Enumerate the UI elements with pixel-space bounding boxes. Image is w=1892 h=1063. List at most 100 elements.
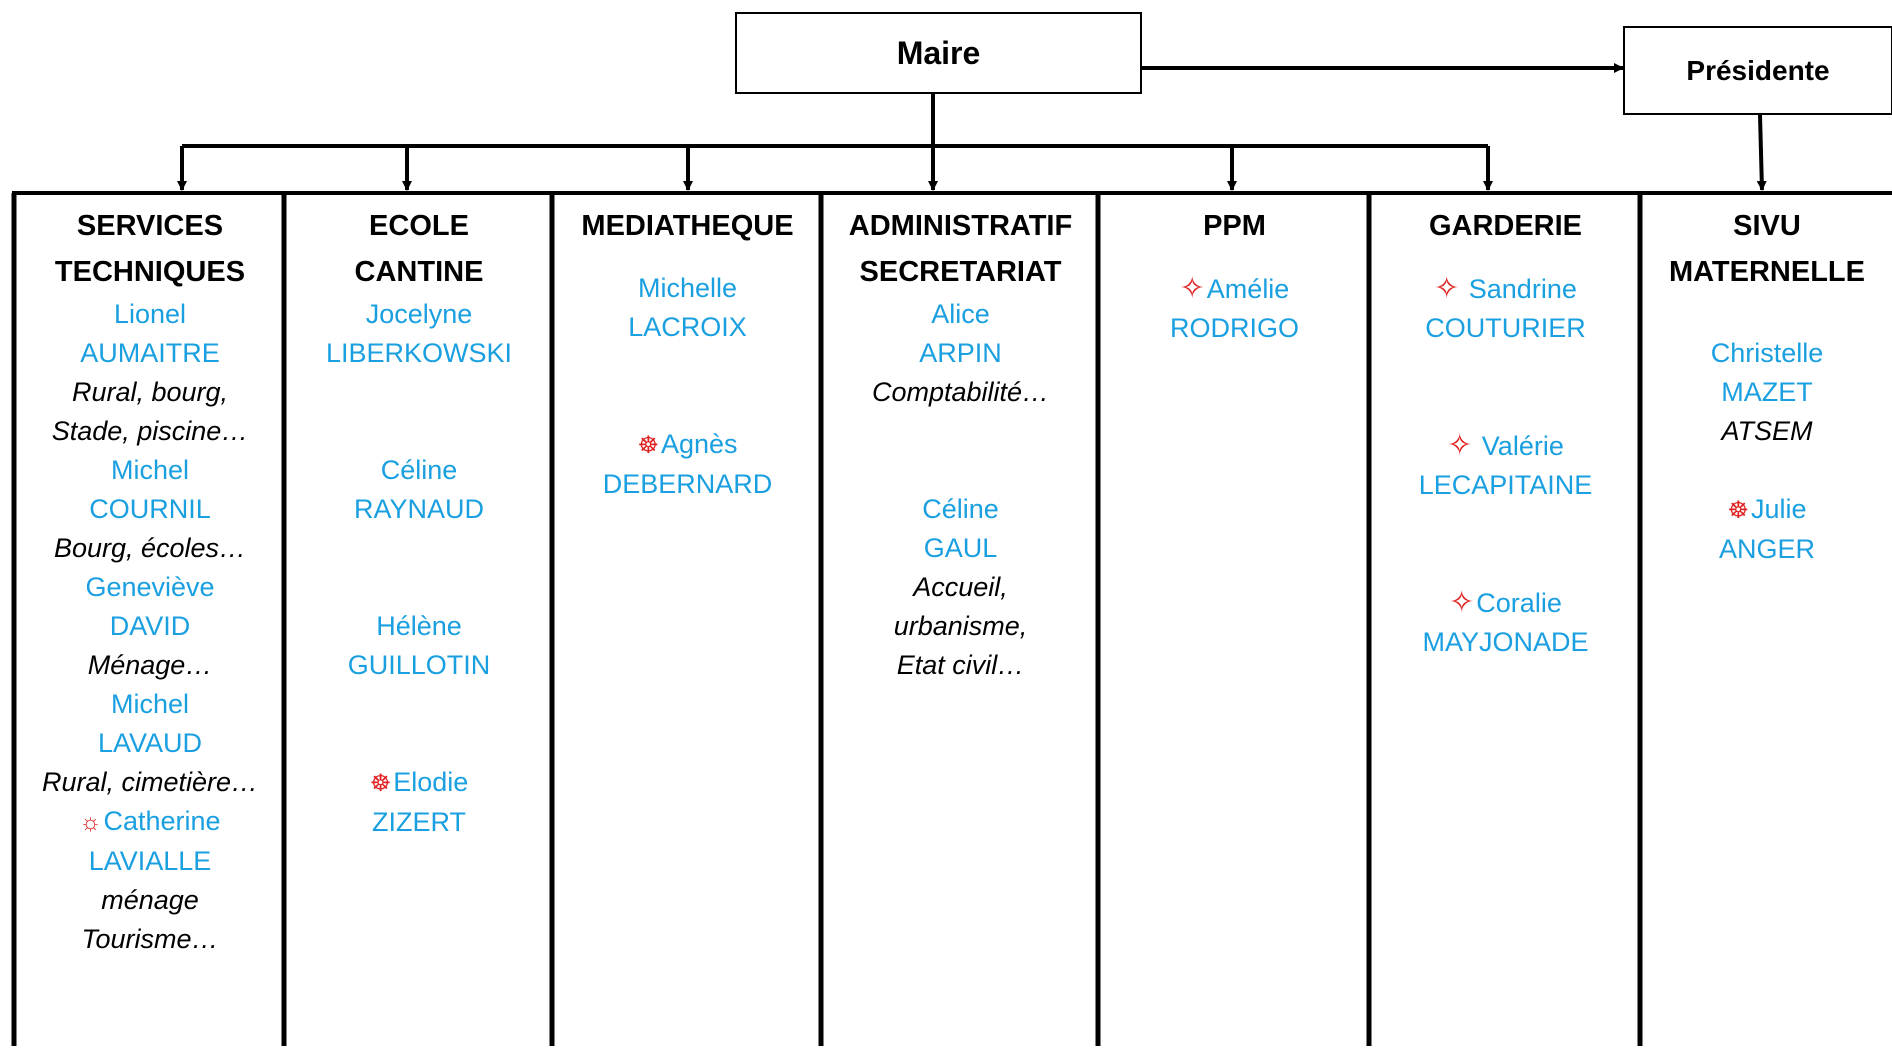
staff-role: Stade, piscine… <box>16 412 284 451</box>
entry-text: Céline <box>922 494 999 524</box>
staff-name: ✧Coralie <box>1371 583 1640 623</box>
staff-name: ✧ Sandrine <box>1371 269 1640 309</box>
entry-text: ZIZERT <box>372 807 466 837</box>
entry-text: RODRIGO <box>1169 313 1299 343</box>
staff-name: LAVAUD <box>16 724 284 763</box>
staff-name: Lionel <box>16 295 284 334</box>
staff-name: Michelle <box>554 269 821 308</box>
entry-text: urbanisme, <box>893 611 1028 641</box>
staff-name: RAYNAUD <box>286 490 552 529</box>
entry-text: Hélène <box>376 611 462 641</box>
staff-name: Michel <box>16 685 284 724</box>
wheel-marker-icon: ☸ <box>1727 497 1749 524</box>
entry-text: Michel <box>110 689 190 719</box>
staff-name: ☸Agnès <box>554 425 821 465</box>
staff-name: Michel <box>16 451 284 490</box>
arrow-presidente-sivu <box>1756 114 1767 191</box>
entry-text: Céline <box>380 455 458 485</box>
column-title: SECRETARIAT <box>859 256 1062 288</box>
maire-label: Maire <box>896 34 981 71</box>
entry-text: Michel <box>110 455 190 485</box>
entry-text: Ménage… <box>87 650 213 680</box>
staff-name: Hélène <box>286 607 552 646</box>
entry-text: Agnès <box>660 429 738 459</box>
entry-text: MAYJONADE <box>1422 627 1589 657</box>
entry-text: Sandrine <box>1461 274 1577 304</box>
column-title: MEDIATHEQUE <box>581 210 794 242</box>
entry-text: Accueil, <box>913 572 1008 602</box>
staff-name: LIBERKOWSKI <box>286 334 552 373</box>
staff-name: Jocelyne <box>286 295 552 334</box>
star-marker-icon: ✧ <box>1179 272 1205 305</box>
staff-name: MAYJONADE <box>1371 623 1640 662</box>
staff-name: ARPIN <box>823 334 1098 373</box>
staff-role: ATSEM <box>1642 412 1892 451</box>
staff-name: Christelle <box>1642 334 1892 373</box>
star-marker-icon: ✧ <box>1449 586 1475 619</box>
staff-role: Etat civil… <box>823 646 1098 685</box>
staff-name: COUTURIER <box>1371 309 1640 348</box>
staff-role: urbanisme, <box>823 607 1098 646</box>
column-title: SIVU <box>1733 210 1801 242</box>
staff-name: Céline <box>823 490 1098 529</box>
entry-text: Comptabilité… <box>871 377 1050 407</box>
staff-name: COURNIL <box>16 490 284 529</box>
wheel-marker-icon: ☸ <box>369 770 392 797</box>
staff-name: RODRIGO <box>1100 309 1369 348</box>
column-title: CANTINE <box>354 256 484 288</box>
staff-name: ANGER <box>1642 530 1892 569</box>
entry-text: Tourisme… <box>81 924 219 954</box>
staff-name: Geneviève <box>16 568 284 607</box>
staff-name: MAZET <box>1642 373 1892 412</box>
staff-name: AUMAITRE <box>16 334 284 373</box>
entry-text: GAUL <box>923 533 998 563</box>
entry-text: Elodie <box>393 767 469 797</box>
entry-text: Rural, cimetière… <box>41 767 259 797</box>
entry-text: Geneviève <box>85 572 215 602</box>
staff-name: Céline <box>286 451 552 490</box>
staff-role: Accueil, <box>823 568 1098 607</box>
staff-name: LAVIALLE <box>16 842 284 881</box>
staff-name: GAUL <box>823 529 1098 568</box>
entry-text: Etat civil… <box>896 650 1025 680</box>
entry-text: LAVAUD <box>97 728 203 758</box>
entry-text: LIBERKOWSKI <box>325 338 513 368</box>
staff-role: Ménage… <box>16 646 284 685</box>
staff-name: GUILLOTIN <box>286 646 552 685</box>
entry-text: Valérie <box>1474 431 1564 461</box>
staff-name: ✧ Valérie <box>1371 426 1640 466</box>
column-title: TECHNIQUES <box>54 256 246 288</box>
entry-text: Catherine <box>103 806 221 836</box>
entry-text: MAZET <box>1721 377 1813 407</box>
column-title: ECOLE <box>369 210 469 242</box>
presidente-label: Présidente <box>1686 54 1830 86</box>
staff-name: ✧Amélie <box>1100 269 1369 309</box>
entry-text: DAVID <box>109 611 191 641</box>
staff-name: DAVID <box>16 607 284 646</box>
presidente-box: Présidente <box>1623 26 1892 115</box>
column-title: PPM <box>1203 210 1266 242</box>
staff-role: Tourisme… <box>16 920 284 959</box>
entry-text: Alice <box>931 299 990 329</box>
maire-box: Maire <box>735 12 1142 94</box>
entry-text: COURNIL <box>89 494 211 524</box>
column-title: ADMINISTRATIF <box>848 210 1073 242</box>
star-marker-icon: ✧ <box>1447 429 1473 462</box>
staff-name: ☼Catherine <box>16 802 284 842</box>
entry-text: DEBERNARD <box>602 469 773 499</box>
staff-name: DEBERNARD <box>554 465 821 504</box>
column-title: SERVICES <box>76 210 224 242</box>
entry-text: Christelle <box>1710 338 1824 368</box>
staff-name: LECAPITAINE <box>1371 466 1640 505</box>
entry-text: GUILLOTIN <box>347 650 491 680</box>
entry-text: LAVIALLE <box>88 846 212 876</box>
entry-text: Coralie <box>1476 588 1562 618</box>
entry-text: COUTURIER <box>1425 313 1586 343</box>
entry-text: LACROIX <box>628 312 747 342</box>
